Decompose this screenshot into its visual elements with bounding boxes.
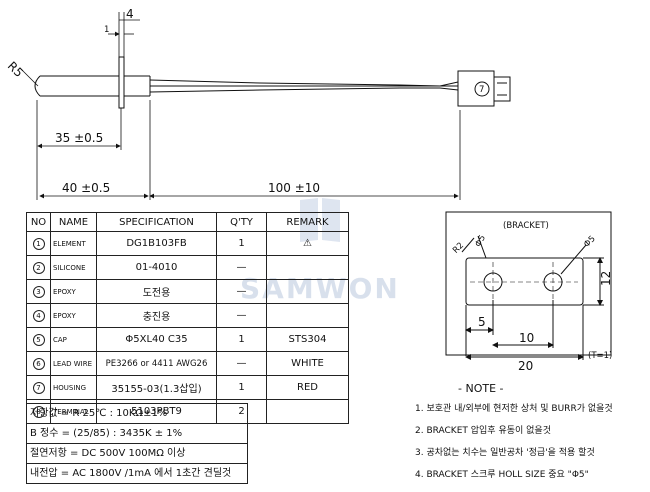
row-number: 6 xyxy=(32,357,45,370)
table-row: 2 SILICONE 01-4010 — xyxy=(26,255,349,280)
row-spec: 도전용 xyxy=(96,279,217,304)
row-number: 7 xyxy=(32,381,45,394)
bracket-height: 12 xyxy=(599,271,613,286)
row-number: 8 xyxy=(32,405,45,418)
row-name: HOUSING xyxy=(50,375,97,400)
row-remark: RED xyxy=(266,375,349,400)
row-number: 4 xyxy=(32,309,45,322)
dim-radius: R5 xyxy=(5,59,26,80)
row-name: CAP xyxy=(50,327,97,352)
row-spec: Φ5XL40 C35 xyxy=(96,327,217,352)
row-qty: — xyxy=(216,279,267,304)
header-qty: Q'TY xyxy=(216,212,267,232)
bracket-hole-left: Φ5 xyxy=(473,233,488,248)
row-remark xyxy=(266,255,349,280)
row-qty: 1 xyxy=(216,375,267,400)
table-header-row: NO NAME SPECIFICATION Q'TY REMARK xyxy=(26,212,349,232)
row-name: LEAD WIRE xyxy=(50,351,97,376)
row-name: EPOXY xyxy=(50,303,97,328)
row-remark: ⚠ xyxy=(266,231,349,256)
row-number: 5 xyxy=(32,333,45,346)
row-remark xyxy=(266,303,349,328)
parts-table: NO NAME SPECIFICATION Q'TY REMARK 1 ELEM… xyxy=(26,212,349,424)
row-remark xyxy=(266,399,349,424)
table-row: 6 LEAD WIRE PE3266 or 4411 AWG26 — WHITE xyxy=(26,351,349,376)
connector-label: 7 xyxy=(479,85,484,95)
dim-base-length: 40 ±0.5 xyxy=(62,181,110,195)
electrical-specs-box: 저항값 = R 25℃ : 10KΩ±1% B 정수 = (25/85) : 3… xyxy=(26,403,248,484)
row-remark: WHITE xyxy=(266,351,349,376)
dim-flange: 1 xyxy=(104,25,109,35)
table-row: 3 EPOXY 도전용 — xyxy=(26,279,349,304)
row-name: EPOXY xyxy=(50,279,97,304)
header-no: NO xyxy=(26,212,51,232)
row-qty: — xyxy=(216,255,267,280)
row-qty: — xyxy=(216,303,267,328)
sensor-probe xyxy=(34,56,511,109)
table-row: 7 HOUSING 35155-03(1.3삽입) 1 RED xyxy=(26,375,349,400)
dimension-lines xyxy=(19,12,461,200)
bracket-offset: 5 xyxy=(478,315,486,329)
row-remark: STS304 xyxy=(266,327,349,352)
header-spec: SPECIFICATION xyxy=(96,212,217,232)
bracket-radius: R2 xyxy=(451,241,466,256)
note-item: 2. BRACKET 압입후 유동이 없을것 xyxy=(415,426,551,436)
note-item: 3. 공차없는 치수는 일반공차 '정급'을 적용 할것 xyxy=(415,448,595,458)
row-qty: 1 xyxy=(216,327,267,352)
header-name: NAME xyxy=(50,212,97,232)
dim-top-width: 4 xyxy=(126,7,134,21)
row-spec: DG1B103FB xyxy=(96,231,217,256)
dim-probe-length: 35 ±0.5 xyxy=(55,131,103,145)
row-number: 2 xyxy=(32,261,45,274)
spec-resistance: 저항값 = R 25℃ : 10KΩ±1% xyxy=(27,404,247,424)
note-title: - NOTE - xyxy=(458,382,504,395)
note-item: 1. 보호관 내/외부에 현저한 상처 및 BURR가 없을것 xyxy=(415,404,613,414)
table-row: 4 EPOXY 충진용 — xyxy=(26,303,349,328)
row-remark xyxy=(266,279,349,304)
row-name: SILICONE xyxy=(50,255,97,280)
row-number: 3 xyxy=(32,285,45,298)
bracket-detail xyxy=(445,211,612,360)
dim-wire-length: 100 ±10 xyxy=(268,181,320,195)
bracket-thickness: (T=1) xyxy=(588,351,612,361)
header-remark: REMARK xyxy=(266,212,349,232)
table-row: 5 CAP Φ5XL40 C35 1 STS304 xyxy=(26,327,349,352)
spec-b-constant: B 정수 = (25/85) : 3435K ± 1% xyxy=(27,424,247,444)
table-row: 1 ELEMENT DG1B103FB 1 ⚠ xyxy=(26,231,349,256)
row-number: 1 xyxy=(32,237,45,250)
row-qty: — xyxy=(216,351,267,376)
spec-withstand-voltage: 내전압 = AC 1800V /1mA 에서 1초간 견딜것 xyxy=(30,468,232,479)
bracket-width: 20 xyxy=(518,359,533,373)
row-spec: 충진용 xyxy=(96,303,217,328)
row-spec: 35155-03(1.3삽입) xyxy=(96,375,217,400)
row-qty: 1 xyxy=(216,231,267,256)
spec-insulation: 절연저항 = DC 500V 100MΩ 이상 xyxy=(27,444,247,464)
bracket-spacing: 10 xyxy=(519,331,534,345)
bracket-title: (BRACKET) xyxy=(503,221,549,231)
row-name: ELEMENT xyxy=(50,231,97,256)
row-spec: 01-4010 xyxy=(96,255,217,280)
row-spec: PE3266 or 4411 AWG26 xyxy=(96,351,217,376)
note-item: 4. BRACKET 스크루 HOLL SIZE 중요 "Φ5" xyxy=(415,470,589,480)
note-list: 1. 보호관 내/외부에 현저한 상처 및 BURR가 없을것 2. BRACK… xyxy=(415,402,647,490)
